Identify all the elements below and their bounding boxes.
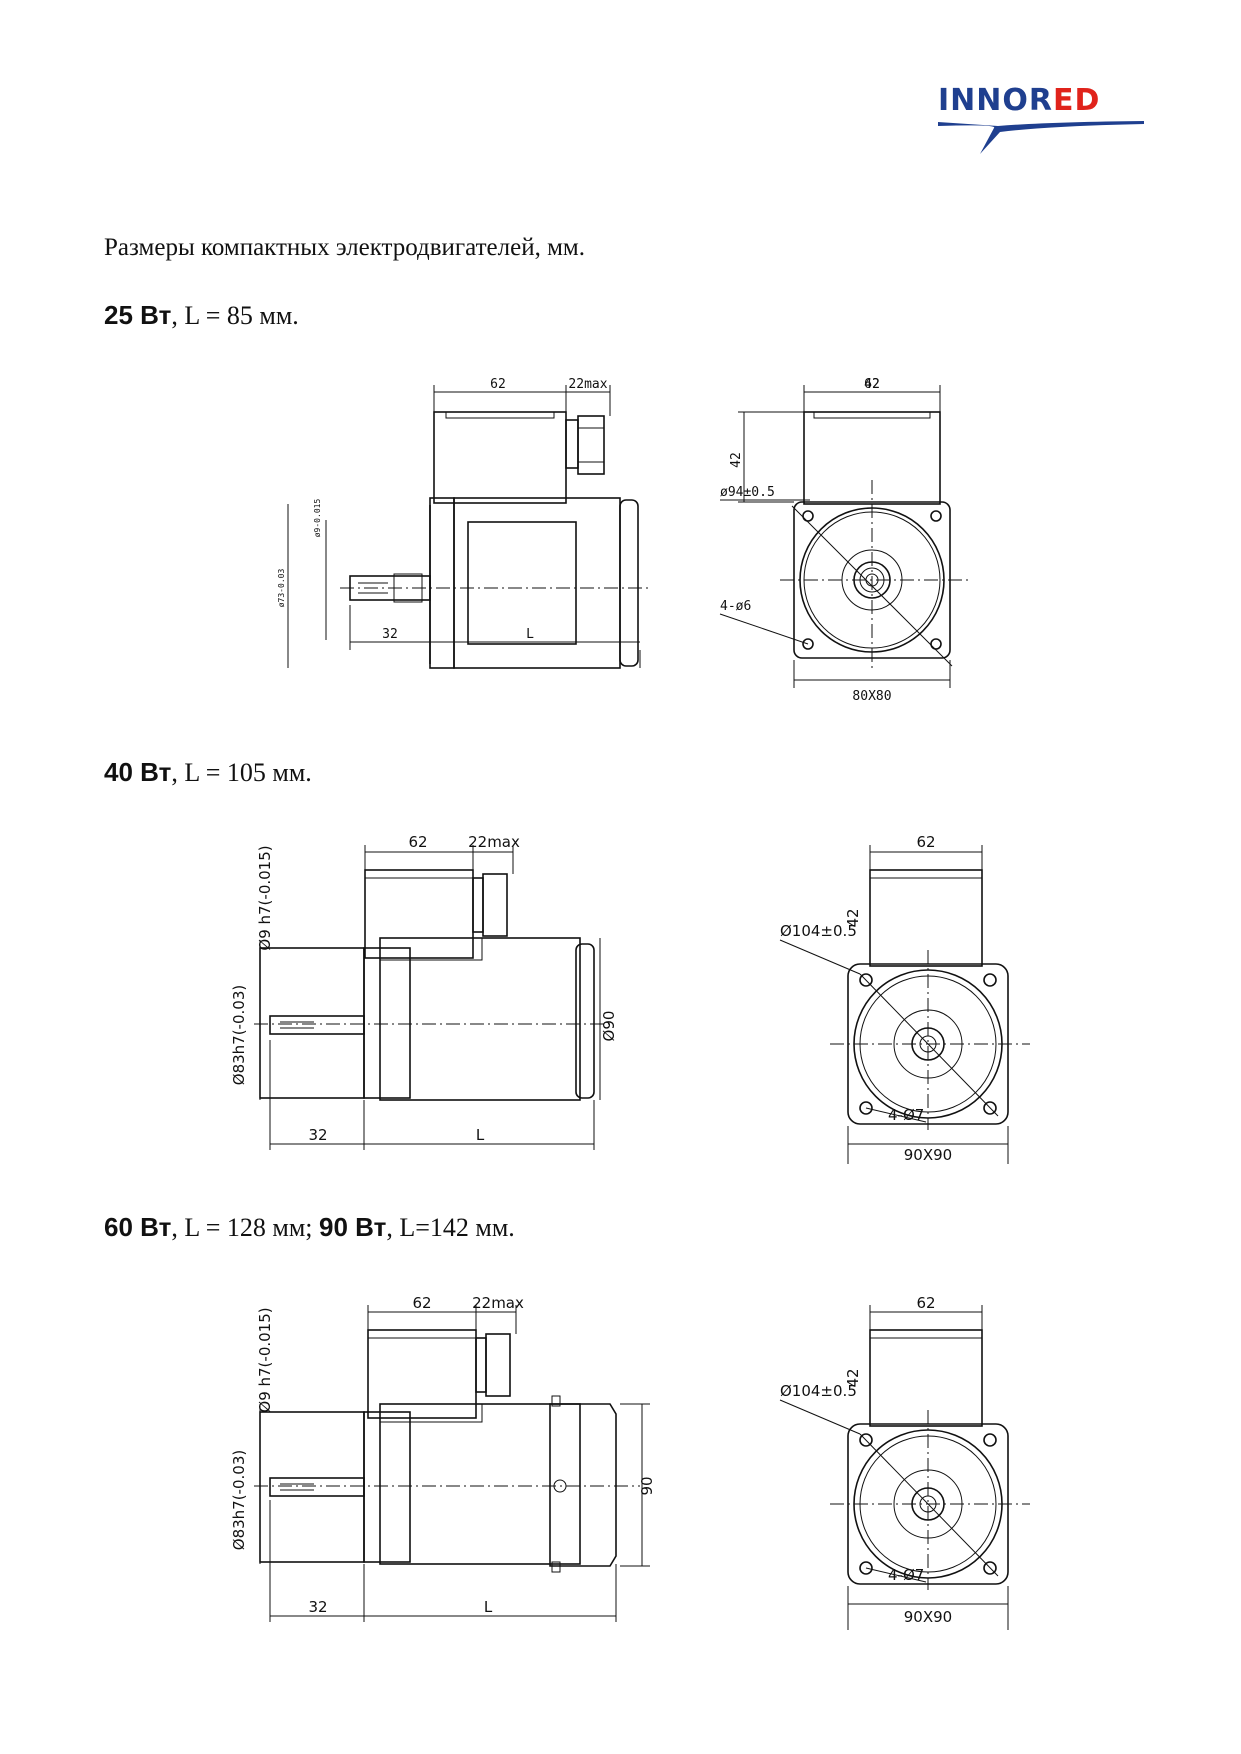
drawing-40w-side-view: 62 22max Ø9 h7(-0.015) Ø83h7(-0.03) Ø90 … [230,833,618,1150]
drawing-60w-90w-front-view: 62 42 Ø104±0.5 4-Ø7 90X90 [779,1294,1030,1630]
dim-pcd: ø94±0.5 [720,485,775,500]
dim-pcd: Ø104±0.5 [780,1382,857,1400]
dim-shaft-length: 32 [308,1598,327,1616]
dim-flange-diameter: Ø83h7(-0.03) [230,1450,248,1550]
dim-box-height: 42 [729,452,744,468]
section-heading-40w: 40 Вт, L = 105 мм. [104,757,312,787]
drawing-25w-side-view: 62 22max ø73-0.03 ø9-0.015 32 L [277,377,650,669]
dim-body-height: 90 [638,1476,656,1495]
cable-gland [577,415,605,475]
dim-gland: 22max [468,833,520,851]
dim-square: 90X90 [904,1608,952,1626]
dim-front-width: 62 [916,833,935,851]
dim-shaft-length: 32 [382,627,398,642]
dim-body-length: L [484,1598,493,1616]
drawing-60w-90w-side-view: 62 22max Ø9 h7(-0.015) Ø83h7(-0.03) 90 3… [230,1294,656,1622]
logo-text: INNORED [938,83,1101,118]
dim-pcd: Ø104±0.5 [780,922,857,940]
innored-logo: INNORED [938,83,1144,154]
dim-box-width: 62 [490,377,506,392]
dim-holes: 4-Ø7 [888,1566,924,1584]
dim-shaft-length: 32 [308,1126,327,1144]
dim-front-box: 42 [864,377,880,392]
dim-gland: 22max [568,377,607,392]
drawing-25w-front-view: 42 62 42 ø94±0.5 4-ø6 80X80 [719,377,970,704]
logo-wing-icon [938,121,1144,154]
dim-holes: 4-Ø7 [888,1106,924,1124]
dim-gland: 22max [472,1294,524,1312]
dim-square: 90X90 [904,1146,952,1164]
dim-square: 80X80 [852,689,891,704]
section-heading-25w: 25 Вт, L = 85 мм. [104,300,299,330]
intro-text: Размеры компактных электродвигателей, мм… [104,234,585,261]
dim-holes: 4-ø6 [720,599,751,614]
shaft [269,1477,365,1497]
dim-shaft-diameter: Ø9 h7(-0.015) [256,1307,274,1412]
dim-body-diameter: Ø90 [600,1011,618,1042]
dim-front-width: 62 [864,377,880,392]
dim-box-height: 42 [844,1368,862,1387]
dim-flange-diameter: Ø83h7(-0.03) [230,985,248,1085]
shaft [269,1015,365,1035]
terminal-box [433,411,567,504]
dim-body-length: L [476,1126,485,1144]
dim-body-length: L [526,627,534,642]
dim-box-width: 62 [412,1294,431,1312]
dim-shaft-diameter: Ø9 h7(-0.015) [256,845,274,950]
dim-front-width: 62 [916,1294,935,1312]
dim-box-height: 42 [844,908,862,927]
dim-flange-diameter: ø73-0.03 [277,569,286,608]
drawing-40w-front-view: 62 42 Ø104±0.5 4-Ø7 90X90 [779,833,1030,1164]
dim-box-width: 62 [408,833,427,851]
section-heading-60w-90w: 60 Вт, L = 128 мм; 90 Вт, L=142 мм. [104,1212,515,1242]
dim-shaft-diameter: ø9-0.015 [313,499,322,538]
